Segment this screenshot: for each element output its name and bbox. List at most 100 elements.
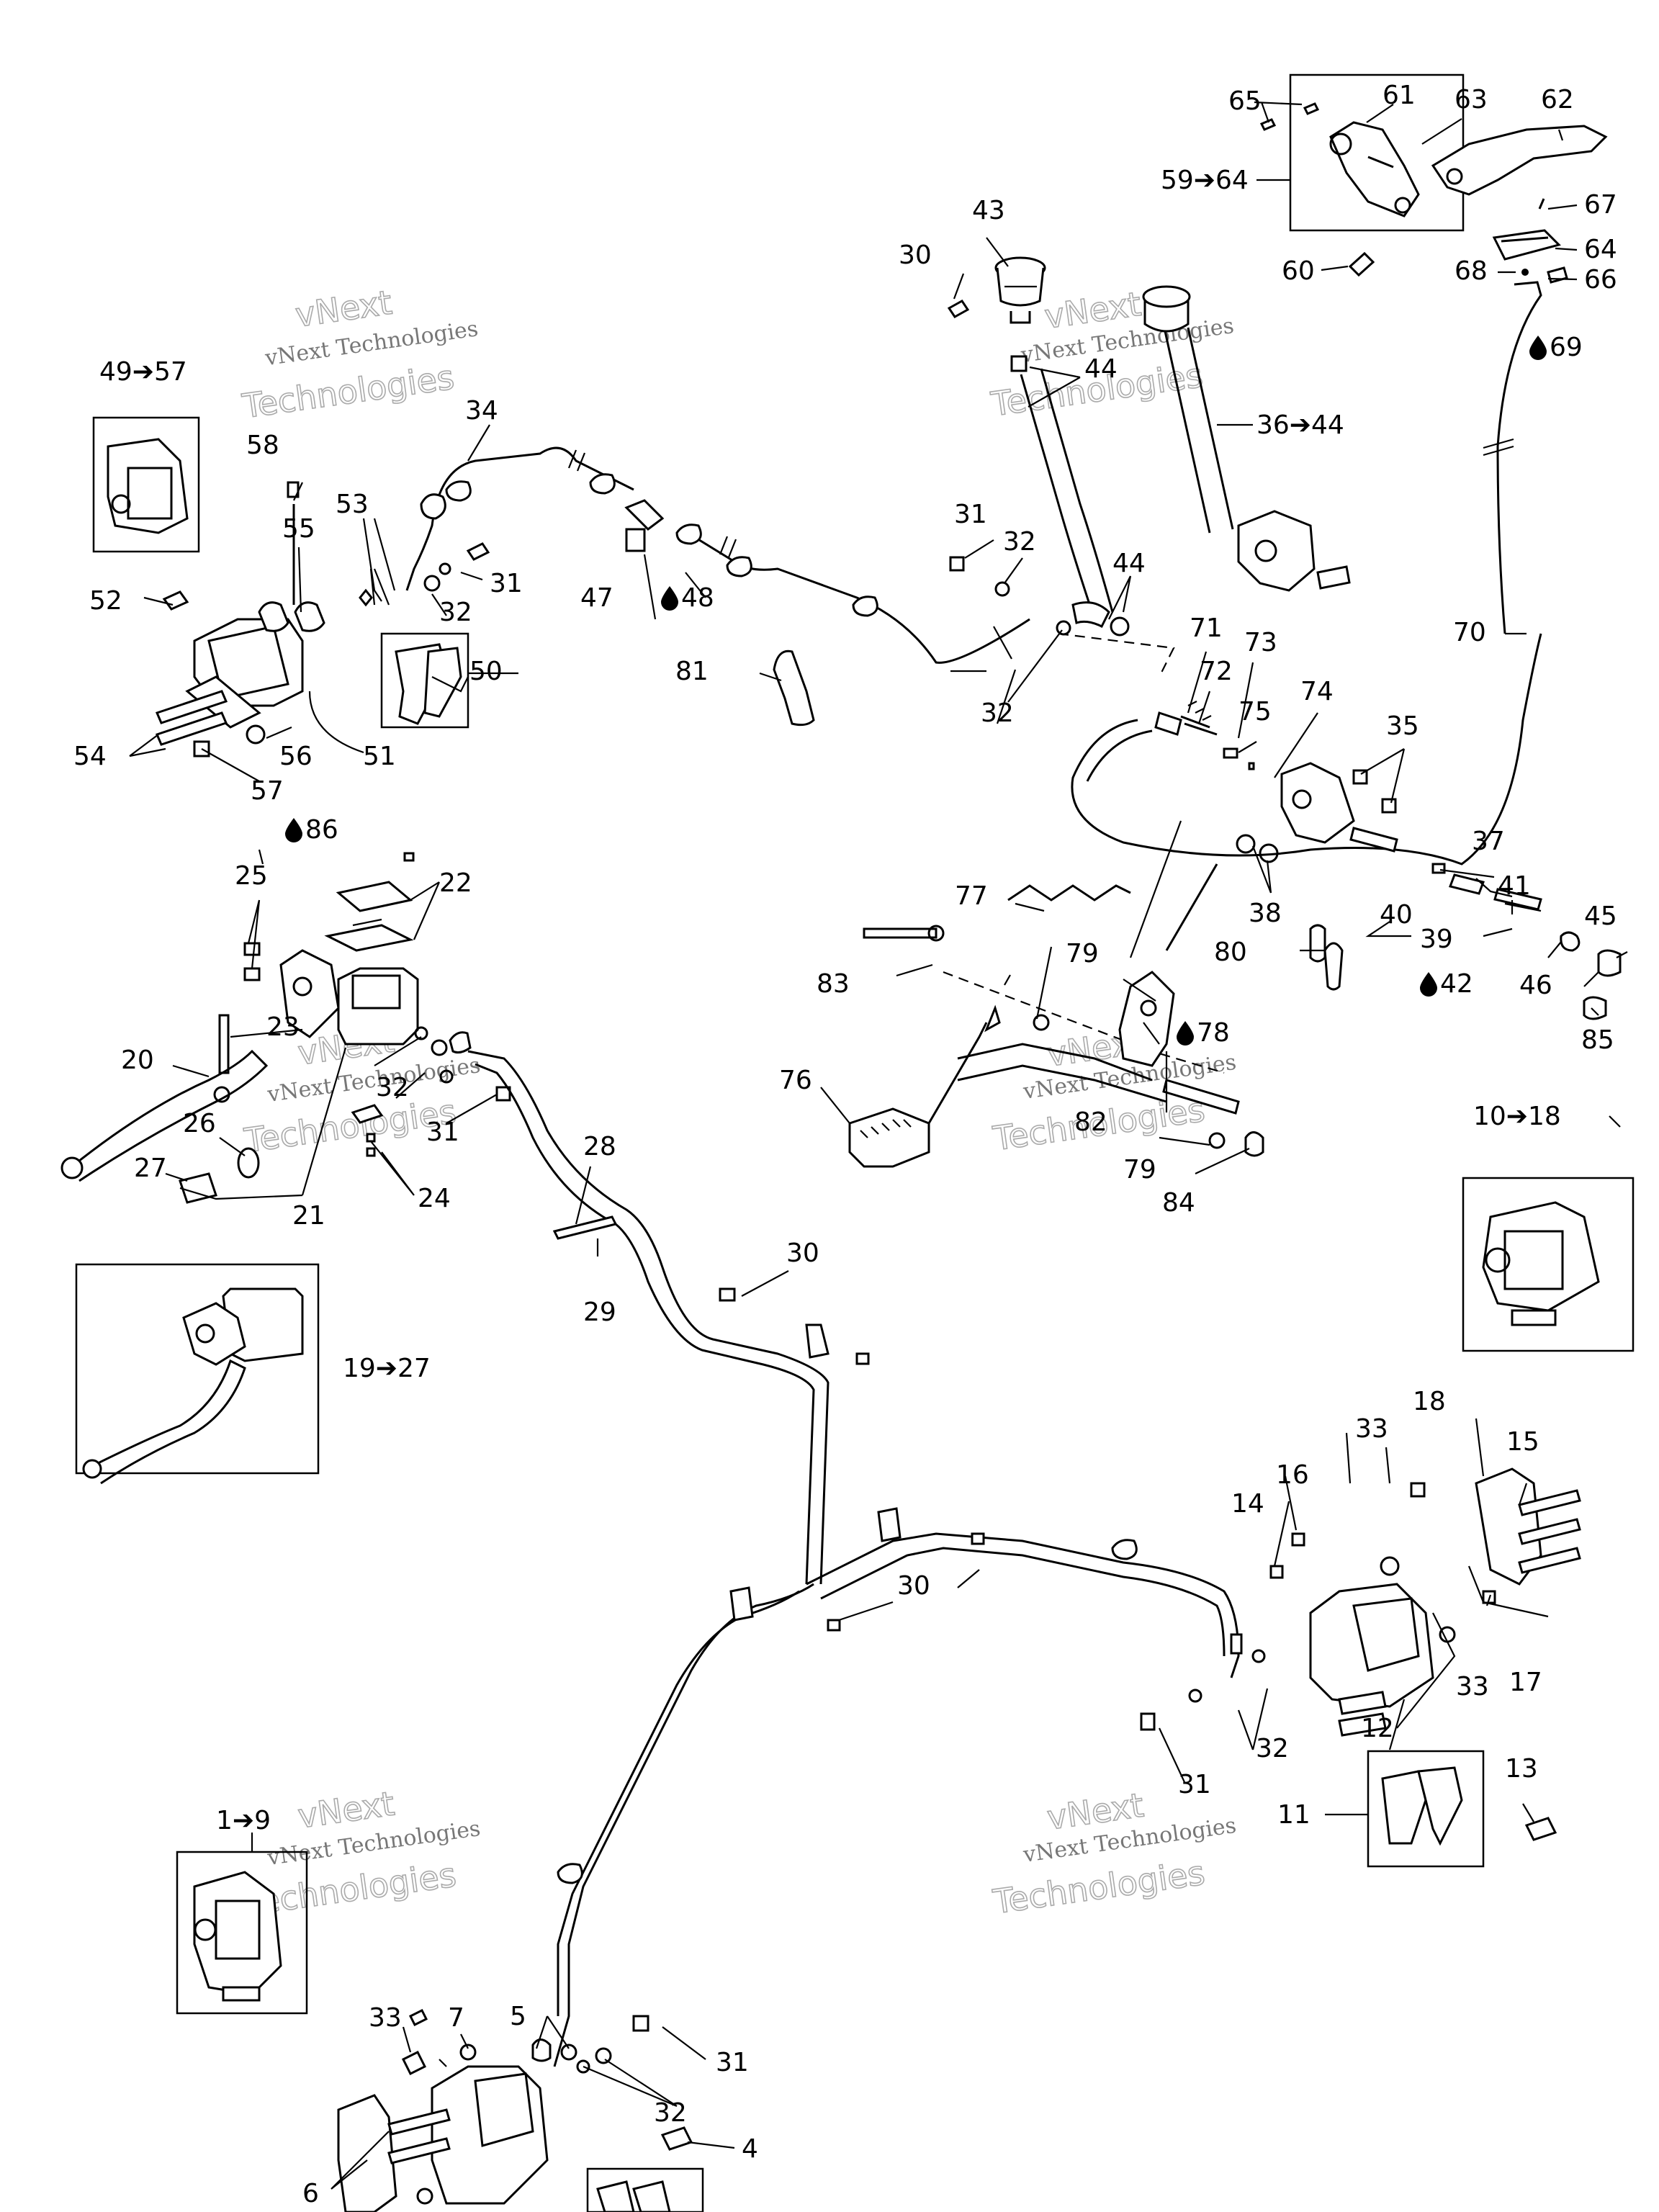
label-32-right: 32 bbox=[1256, 1734, 1289, 1763]
label-32-top: 32 bbox=[439, 598, 472, 627]
label-66: 66 bbox=[1584, 265, 1617, 295]
svg-text:Technologies: Technologies bbox=[990, 1853, 1207, 1922]
label-31-left: 31 bbox=[426, 1118, 459, 1147]
label-30-top: 30 bbox=[899, 240, 932, 270]
lower-caliper-assembly bbox=[176, 1851, 704, 2212]
label-13: 13 bbox=[1505, 1754, 1538, 1784]
label-34: 34 bbox=[465, 396, 498, 426]
label-32-low: 32 bbox=[654, 2098, 687, 2128]
label-70: 70 bbox=[1453, 618, 1486, 647]
label-27: 27 bbox=[134, 1154, 167, 1183]
label-39: 39 bbox=[1420, 925, 1453, 954]
label-31-mid: 31 bbox=[954, 500, 987, 529]
label-43: 43 bbox=[972, 196, 1005, 225]
label-16: 16 bbox=[1276, 1460, 1309, 1490]
label-15: 15 bbox=[1506, 1427, 1539, 1457]
svg-text:vNext: vNext bbox=[293, 283, 395, 335]
label-42: 42 bbox=[1440, 969, 1473, 999]
upper-brake-hose bbox=[405, 446, 1030, 664]
label-5: 5 bbox=[510, 2002, 526, 2031]
drop-icon bbox=[1529, 336, 1547, 360]
label-36-44: 36➔44 bbox=[1256, 410, 1344, 440]
label-51: 51 bbox=[363, 742, 396, 771]
label-48: 48 bbox=[681, 583, 714, 613]
label-69: 69 bbox=[1550, 333, 1583, 362]
label-33-right2: 33 bbox=[1456, 1672, 1489, 1701]
label-45: 45 bbox=[1584, 902, 1617, 931]
upper-left-caliper-assembly bbox=[92, 416, 469, 757]
label-31-right: 31 bbox=[1178, 1770, 1211, 1799]
label-74: 74 bbox=[1300, 677, 1334, 706]
label-17: 17 bbox=[1509, 1668, 1542, 1697]
label-1-9: 1➔9 bbox=[216, 1806, 271, 1835]
label-57: 57 bbox=[251, 776, 284, 806]
rear-reservoir-and-master-cylinder bbox=[947, 256, 1351, 678]
label-59-64: 59➔64 bbox=[1161, 166, 1249, 195]
label-30-low: 30 bbox=[897, 1571, 930, 1601]
label-22: 22 bbox=[439, 868, 472, 898]
label-35: 35 bbox=[1386, 711, 1419, 741]
label-23: 23 bbox=[266, 1012, 300, 1042]
label-64: 64 bbox=[1584, 235, 1617, 264]
label-68: 68 bbox=[1455, 256, 1488, 286]
svg-text:vNext: vNext bbox=[295, 1784, 397, 1835]
label-56: 56 bbox=[279, 742, 313, 771]
label-31-low: 31 bbox=[716, 2048, 749, 2077]
front-brake-line bbox=[467, 1050, 1243, 2067]
label-19-27: 19➔27 bbox=[343, 1354, 431, 1383]
drop-icon bbox=[1177, 1021, 1194, 1046]
label-76: 76 bbox=[779, 1066, 812, 1095]
label-20: 20 bbox=[121, 1046, 154, 1075]
label-46: 46 bbox=[1519, 971, 1552, 1000]
label-53: 53 bbox=[336, 490, 369, 519]
label-54: 54 bbox=[73, 742, 107, 771]
drop-icon bbox=[285, 818, 302, 842]
label-79-top: 79 bbox=[1066, 939, 1099, 968]
label-81: 81 bbox=[675, 657, 709, 686]
label-4: 4 bbox=[742, 2134, 758, 2164]
label-24: 24 bbox=[418, 1184, 451, 1213]
label-33-low: 33 bbox=[369, 2003, 402, 2033]
label-52: 52 bbox=[89, 586, 122, 616]
label-84: 84 bbox=[1162, 1188, 1195, 1218]
label-44-mid: 44 bbox=[1112, 549, 1146, 578]
label-86: 86 bbox=[305, 815, 338, 845]
label-44-top: 44 bbox=[1084, 354, 1118, 384]
label-80: 80 bbox=[1214, 938, 1247, 967]
label-77: 77 bbox=[955, 881, 988, 911]
label-32-mid2: 32 bbox=[981, 698, 1014, 728]
label-58: 58 bbox=[246, 431, 279, 460]
label-6: 6 bbox=[302, 2179, 319, 2208]
part-labels: 65 61 63 62 59➔64 67 64 60 68 66 69 43 3… bbox=[73, 81, 1617, 2208]
label-7: 7 bbox=[448, 2003, 464, 2033]
label-21: 21 bbox=[292, 1201, 325, 1231]
label-30-mid: 30 bbox=[786, 1238, 819, 1268]
label-14: 14 bbox=[1231, 1489, 1264, 1519]
label-41: 41 bbox=[1498, 871, 1531, 901]
caliper-inset-1-9 bbox=[176, 1851, 308, 2015]
label-10-18: 10➔18 bbox=[1473, 1102, 1561, 1131]
label-82: 82 bbox=[1074, 1107, 1107, 1137]
label-63: 63 bbox=[1455, 85, 1488, 114]
label-40: 40 bbox=[1380, 900, 1413, 930]
pads-inset-lower bbox=[586, 2167, 704, 2212]
brake-pedal-group bbox=[773, 633, 1622, 1168]
label-26: 26 bbox=[183, 1109, 216, 1138]
caliper-inset-10-18 bbox=[1462, 1177, 1635, 1352]
label-28: 28 bbox=[583, 1132, 616, 1161]
pads-inset-50 bbox=[380, 632, 469, 729]
label-18: 18 bbox=[1413, 1387, 1446, 1416]
label-31-top: 31 bbox=[490, 569, 523, 598]
caliper-inset-49-57 bbox=[92, 416, 200, 553]
label-61: 61 bbox=[1382, 81, 1416, 110]
label-32-left: 32 bbox=[376, 1073, 409, 1102]
front-master-cylinder-group bbox=[60, 852, 511, 1485]
label-33-right: 33 bbox=[1355, 1414, 1388, 1444]
label-78: 78 bbox=[1197, 1018, 1230, 1048]
master-cylinder-inset-19-27 bbox=[75, 1263, 320, 1475]
label-75: 75 bbox=[1238, 697, 1272, 727]
drop-icon bbox=[661, 586, 678, 611]
label-62: 62 bbox=[1541, 85, 1574, 114]
label-11: 11 bbox=[1277, 1800, 1310, 1830]
label-37: 37 bbox=[1472, 827, 1505, 856]
